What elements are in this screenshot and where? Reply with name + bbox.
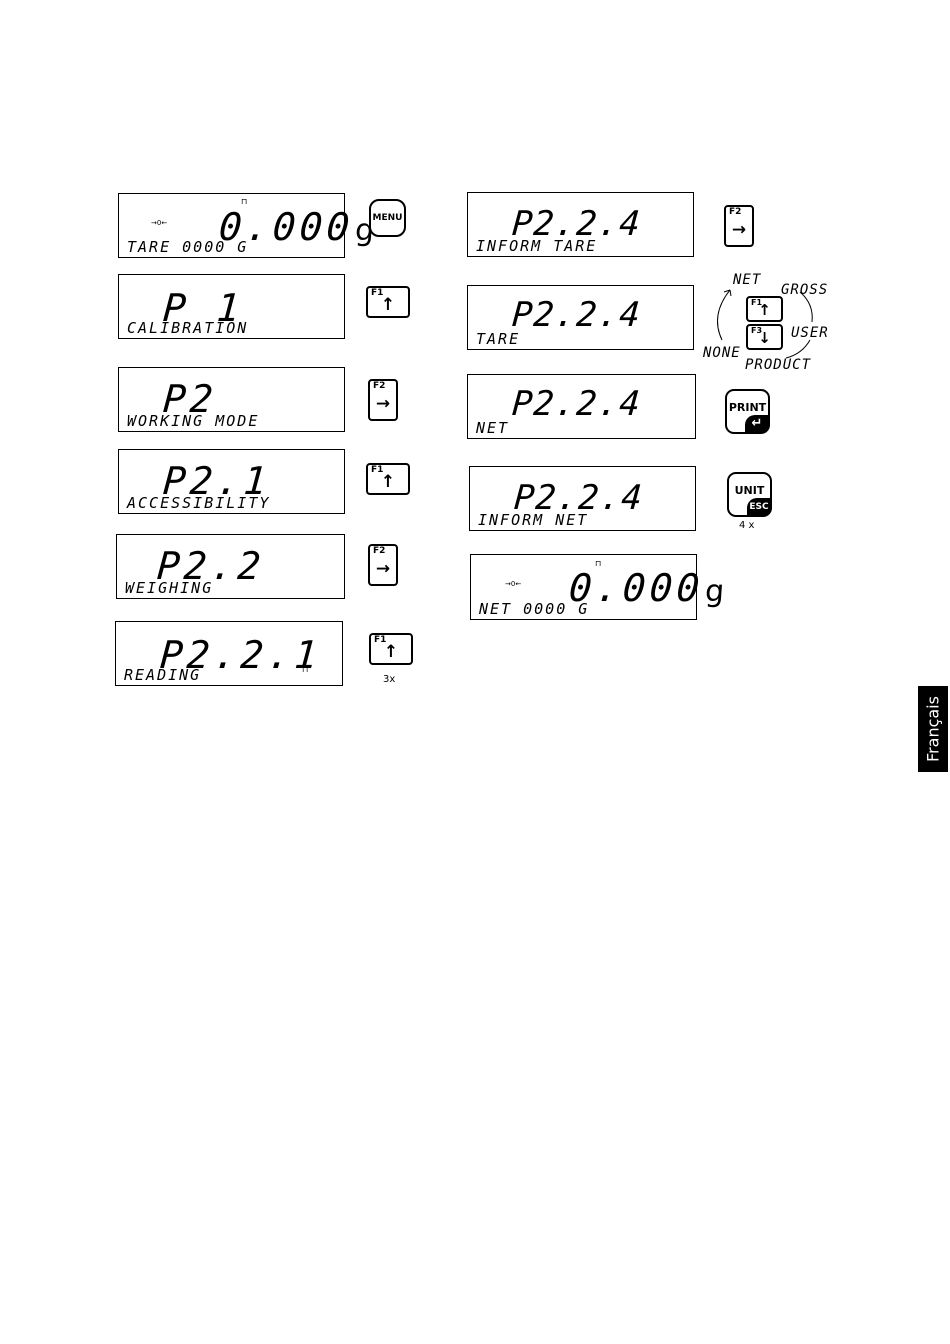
arrow-up-icon: ↑ <box>371 644 411 661</box>
display-text: TARE 0000 G <box>127 240 248 255</box>
display-p2-1: P2.1 ACCESSIBILITY <box>118 449 345 514</box>
display-value: P2.2.4 <box>513 481 644 515</box>
display-tare-option: P2.2.4 TARE <box>467 285 694 350</box>
display-text: INFORM NET <box>478 513 588 528</box>
f1-up-button[interactable]: F1 ↑ <box>746 296 783 322</box>
option-none: NONE <box>703 345 741 361</box>
arrow-down-icon: ↓ <box>748 331 781 346</box>
display-p2-2: P2.2 WEIGHING <box>116 534 345 599</box>
arrow-up-icon: ↑ <box>368 297 408 314</box>
print-button[interactable]: PRINT ↵ <box>725 389 770 434</box>
display-net-option: P2.2.4 NET <box>467 374 696 439</box>
arrow-right-icon: → <box>726 222 752 239</box>
display-value: P2.2.4 <box>511 298 642 332</box>
option-product: PRODUCT <box>745 357 811 373</box>
display-value: P2.2.4 <box>511 207 642 241</box>
repeat-count: 4 x <box>739 520 754 531</box>
f1-up-button[interactable]: F1 ↑ <box>369 633 413 665</box>
display-text: ACCESSIBILITY <box>127 496 270 511</box>
arrow-up-icon: ↑ <box>368 474 408 491</box>
f1-up-button[interactable]: F1 ↑ <box>366 286 410 318</box>
repeat-count: 3x <box>383 674 395 685</box>
arrow-right-icon: → <box>370 561 396 578</box>
f2-right-button[interactable]: F2 → <box>368 379 398 421</box>
option-net: NET <box>733 272 761 288</box>
f1-up-button[interactable]: F1 ↑ <box>366 463 410 495</box>
f2-right-button[interactable]: F2 → <box>368 544 398 586</box>
f2-right-button[interactable]: F2 → <box>724 205 754 247</box>
display-text: INFORM TARE <box>476 239 597 254</box>
display-inform-net: P2.2.4 INFORM NET <box>469 466 696 531</box>
f3-down-button[interactable]: F3 ↓ <box>746 324 783 350</box>
display-value: 0.000g <box>568 569 730 607</box>
display-text: WEIGHING <box>125 581 213 596</box>
menu-button[interactable]: MENU <box>369 199 406 237</box>
unit-esc-button[interactable]: UNIT ESC <box>727 472 772 517</box>
display-text: NET <box>476 421 509 436</box>
stability-indicator: ⊓ <box>302 666 308 674</box>
display-text: WORKING MODE <box>127 414 259 429</box>
display-text: READING <box>124 668 201 683</box>
display-p1: P 1 CALIBRATION <box>118 274 345 339</box>
option-user: USER <box>791 325 829 341</box>
display-inform-tare: P2.2.4 INFORM TARE <box>467 192 694 257</box>
display-net: ⊓ →0← 0.000g NET 0000 G <box>470 554 697 620</box>
display-text: TARE <box>476 332 520 347</box>
zero-indicator: →0← <box>505 581 521 588</box>
zero-indicator: →0← <box>151 220 167 227</box>
arrow-right-icon: → <box>370 396 396 413</box>
language-tab: Français <box>918 686 948 772</box>
display-p2-2-1: P2.2.1 ⊓ READING <box>115 621 343 686</box>
arrow-up-icon: ↑ <box>748 303 781 318</box>
display-tare: ⊓ →0← 0.000g TARE 0000 G <box>118 193 345 258</box>
display-p2: P2 WORKING MODE <box>118 367 345 432</box>
enter-icon: ↵ <box>745 415 769 433</box>
display-text: NET 0000 G <box>479 602 589 617</box>
display-text: CALIBRATION <box>127 321 248 336</box>
display-value: P2.2.4 <box>511 387 642 421</box>
option-gross: GROSS <box>781 282 828 298</box>
